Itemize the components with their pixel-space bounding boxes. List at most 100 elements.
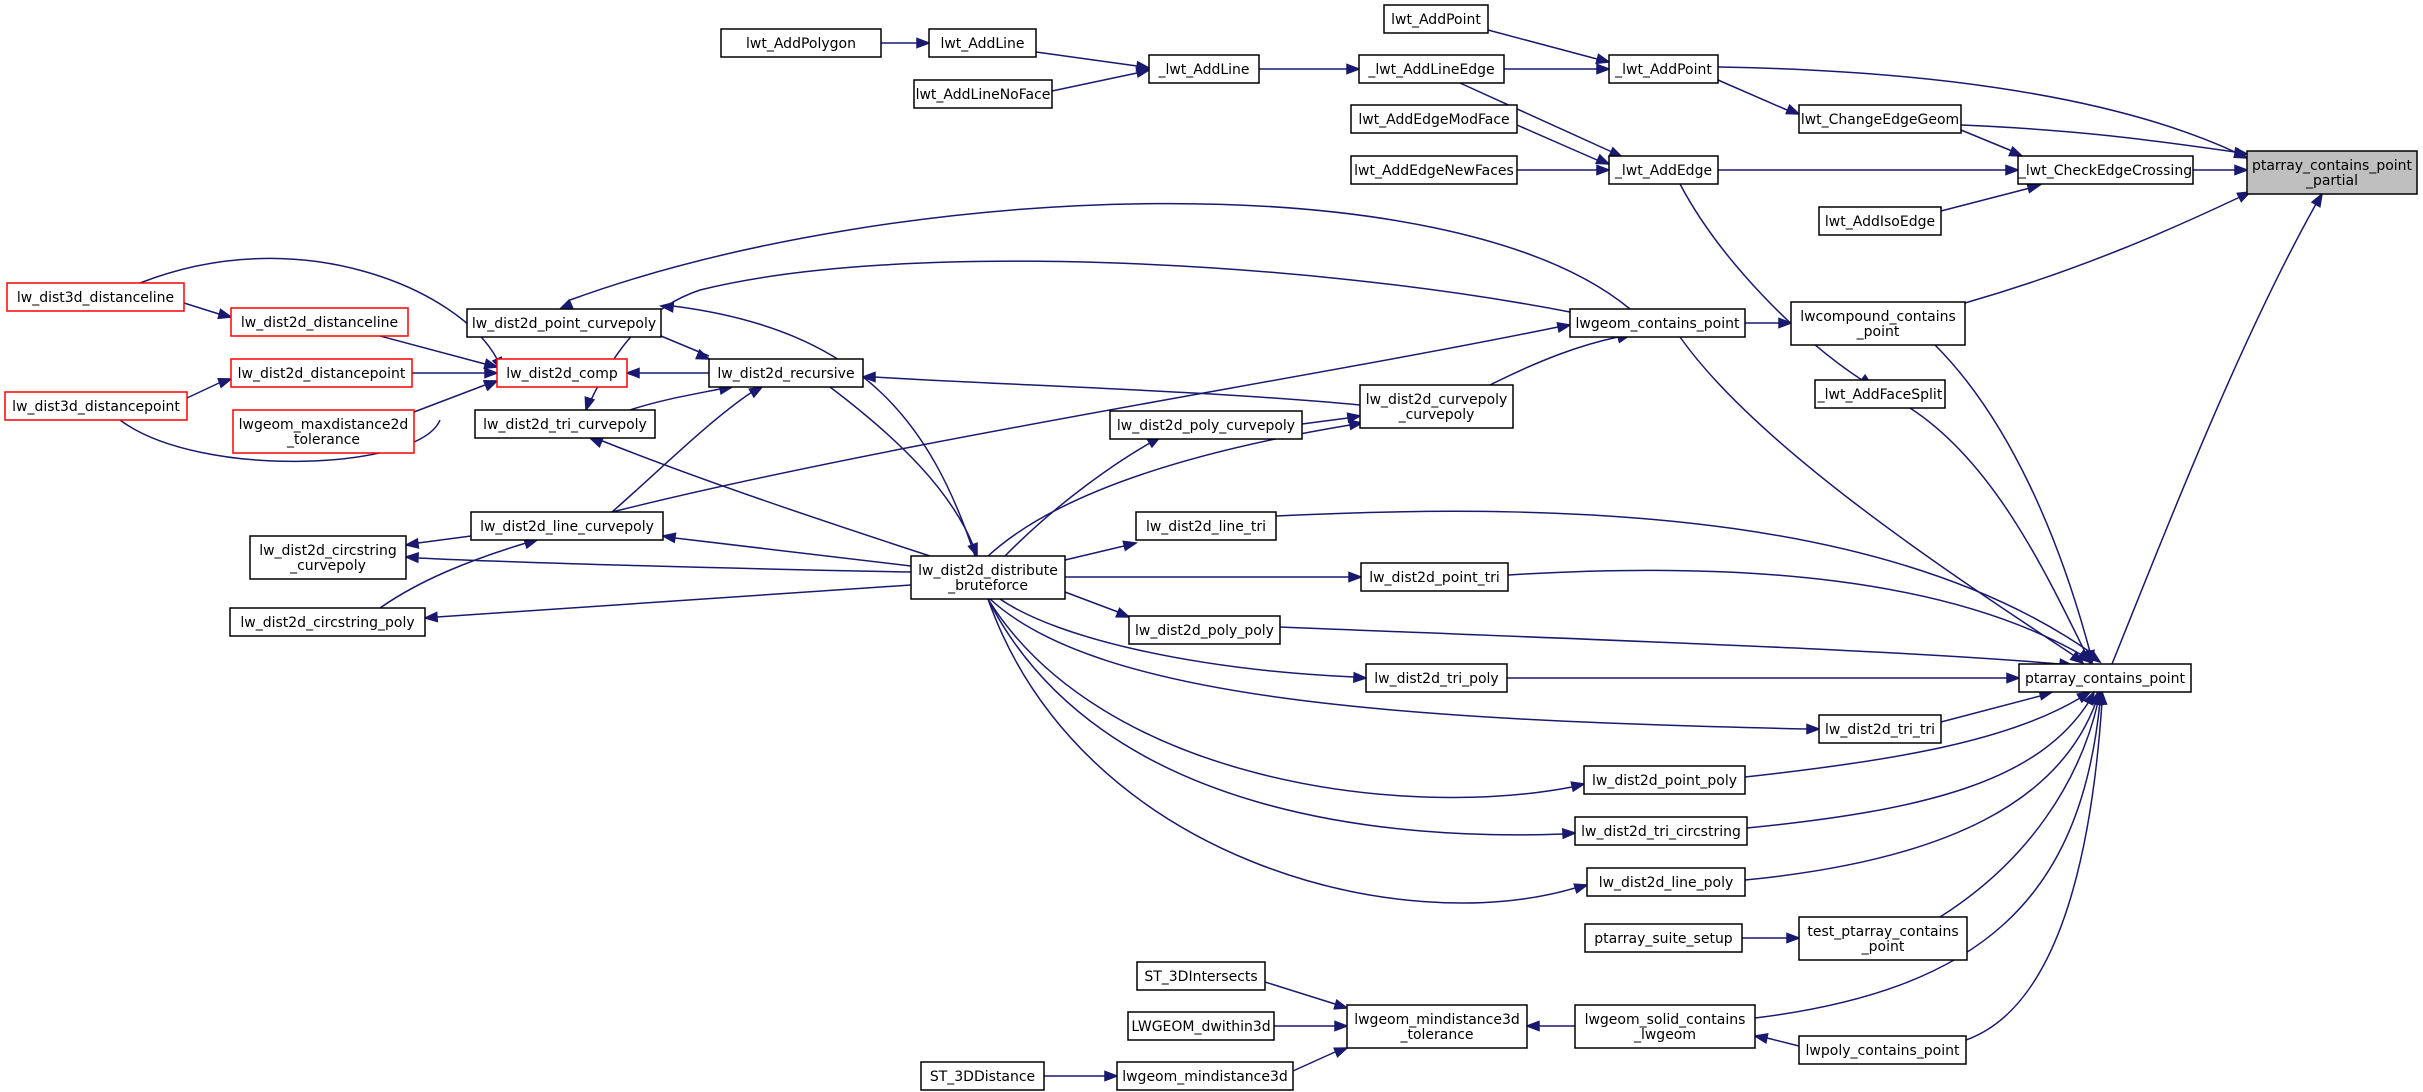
call-edge <box>2111 192 2324 665</box>
call-edge <box>1745 317 1794 329</box>
node-label: _lwt_AddPoint <box>1614 62 1712 78</box>
node-circstring-curvepoly[interactable]: lw_dist2d_circstring_curvepoly <box>249 535 407 580</box>
call-edge <box>1051 67 1152 92</box>
node-solid-contains[interactable]: lwgeom_solid_contains_lwgeom <box>1574 1004 1756 1049</box>
node-box <box>910 555 1066 600</box>
node-maxdistance2d-tol[interactable]: lwgeom_maxdistance2d_tolerance <box>232 409 415 454</box>
node-addlineedge[interactable]: _lwt_AddLineEdge <box>1358 54 1505 84</box>
node-tri-tri[interactable]: lw_dist2d_tri_tri <box>1818 714 1942 744</box>
call-edge <box>1301 412 1363 425</box>
call-edge <box>558 202 1631 310</box>
node-distribute-bruteforce[interactable]: lw_dist2d_distribute_bruteforce <box>910 555 1066 600</box>
node-box <box>496 358 628 388</box>
node-dist2d-comp[interactable]: lw_dist2d_comp <box>496 358 628 388</box>
node-box <box>708 358 864 388</box>
node-addedgenewfaces[interactable]: lwt_AddEdgeNewFaces <box>1350 155 1518 185</box>
call-edge <box>1717 79 1801 115</box>
node-st-3ddistance[interactable]: ST_3DDistance <box>920 1061 1045 1091</box>
node-addpolygon[interactable]: lwt_AddPolygon <box>720 28 882 58</box>
node-addisoedge[interactable]: lwt_AddIsoEdge <box>1818 206 1942 236</box>
node-point-tri[interactable]: lw_dist2d_point_tri <box>1360 562 1509 592</box>
node-line-poly[interactable]: lw_dist2d_line_poly <box>1586 867 1746 897</box>
node-box <box>1148 54 1260 84</box>
node-label: lw_dist2d_comp <box>506 366 618 382</box>
node-tri-curvepoly[interactable]: lw_dist2d_tri_curvepoly <box>474 409 656 439</box>
node-tri-circstring[interactable]: lw_dist2d_tri_circstring <box>1574 816 1748 846</box>
node-label: _lwt_CheckEdgeCrossing <box>2018 163 2192 179</box>
node-addlinenoface[interactable]: lwt_AddLineNoFace <box>913 79 1053 109</box>
edge-arrowhead <box>217 308 234 320</box>
edge-arrowhead <box>1752 1033 1769 1044</box>
node-addline[interactable]: _lwt_AddLine <box>1148 54 1260 84</box>
node-label: lwt_AddLineNoFace <box>916 87 1051 103</box>
node-label: lwgeom_contains_point <box>1575 316 1740 332</box>
edge-arrowhead <box>1524 1020 1540 1032</box>
call-edge <box>999 598 1369 683</box>
node-point-curvepoly[interactable]: lw_dist2d_point_curvepoly <box>466 308 662 338</box>
node-dist2d-distancepoint[interactable]: lw_dist2d_distancepoint <box>230 358 413 388</box>
node-mindist3d-tol[interactable]: lwgeom_mindistance3d_tolerance <box>1346 1004 1528 1049</box>
edge-arrowhead <box>1115 607 1131 618</box>
node-addline[interactable]: lwt_AddLine <box>928 28 1037 58</box>
node-curvepoly-curvepoly[interactable]: lw_dist2d_curvepoly_curvepoly <box>1359 384 1514 429</box>
node-poly-curvepoly[interactable]: lw_dist2d_poly_curvepoly <box>1109 410 1303 440</box>
node-label: lw_dist2d_circstring <box>259 543 397 559</box>
node-lwpoly-contains[interactable]: lwpoly_contains_point <box>1798 1035 1967 1065</box>
edge-line <box>987 598 1573 799</box>
node-point-poly[interactable]: lw_dist2d_point_poly <box>1583 765 1746 795</box>
node-line-curvepoly[interactable]: lw_dist2d_line_curvepoly <box>470 511 664 541</box>
node-test-pcp[interactable]: test_ptarray_contains_point <box>1798 916 1968 961</box>
node-ptarray-contains-point[interactable]: ptarray_contains_point <box>2018 663 2192 693</box>
edge-arrowhead <box>1573 883 1590 895</box>
node-addpoint[interactable]: lwt_AddPoint <box>1383 4 1489 34</box>
node-dist3d-distanceline[interactable]: lw_dist3d_distanceline <box>6 282 185 312</box>
call-edge <box>1964 191 2252 304</box>
node-label: _lwt_AddEdge <box>1614 163 1712 179</box>
node-label: _lwt_AddFaceSplit <box>1817 387 1943 403</box>
edge-arrowhead <box>748 385 764 399</box>
call-edge <box>860 371 1361 406</box>
edge-arrowhead <box>2008 145 2024 157</box>
node-label: lw_dist2d_point_curvepoly <box>472 316 656 332</box>
node-label: lw_dist2d_line_tri <box>1146 519 1266 535</box>
node-tri-poly[interactable]: lw_dist2d_tri_poly <box>1365 663 1508 693</box>
edge-line <box>1064 591 1119 613</box>
node-dist3d-distancepoint[interactable]: lw_dist3d_distancepoint <box>4 391 188 421</box>
edge-arrowhead <box>1570 781 1587 793</box>
call-edge <box>1065 571 1364 583</box>
node-addfacesplit[interactable]: _lwt_AddFaceSplit <box>1814 379 1946 409</box>
node-addedgemodface[interactable]: lwt_AddEdgeModFace <box>1350 104 1518 134</box>
node-box <box>2018 663 2192 693</box>
node-pcp-partial[interactable]: ptarray_contains_point_partial <box>2246 150 2418 195</box>
node-line-tri[interactable]: lw_dist2d_line_tri <box>1135 511 1277 541</box>
node-dist2d-recursive[interactable]: lw_dist2d_recursive <box>708 358 864 388</box>
node-st-3dintersects[interactable]: ST_3DIntersects <box>1136 961 1266 991</box>
edge-line <box>569 202 1631 310</box>
edge-line <box>672 305 976 557</box>
node-circstring-poly[interactable]: lw_dist2d_circstring_poly <box>229 607 426 637</box>
node-suite-setup[interactable]: ptarray_suite_setup <box>1584 923 1743 953</box>
node-mindist3d[interactable]: lwgeom_mindistance3d <box>1116 1061 1294 1091</box>
node-box <box>1346 1004 1528 1049</box>
node-label: lw_dist3d_distanceline <box>17 290 174 306</box>
edge-arrowhead <box>1806 723 1822 735</box>
node-dwithin3d[interactable]: LWGEOM_dwithin3d <box>1127 1011 1275 1041</box>
edge-line <box>1051 72 1138 92</box>
call-edge <box>660 532 912 567</box>
node-label: lwpoly_contains_point <box>1806 1043 1960 1059</box>
edge-line <box>1717 66 2236 153</box>
node-checkedgecrossing[interactable]: _lwt_CheckEdgeCrossing <box>2017 155 2194 185</box>
node-box <box>229 607 426 637</box>
node-poly-poly[interactable]: lw_dist2d_poly_poly <box>1128 615 1281 645</box>
edge-line <box>987 598 1576 904</box>
node-label: lw_dist2d_distanceline <box>241 315 398 331</box>
node-changeedgegeom[interactable]: lwt_ChangeEdgeGeom <box>1798 104 1962 134</box>
call-edge <box>1909 407 2091 665</box>
node-addedge[interactable]: _lwt_AddEdge <box>1608 155 1719 185</box>
node-dist2d-distanceline[interactable]: lw_dist2d_distanceline <box>230 307 409 337</box>
node-lwcompound-contains[interactable]: lwcompound_contains_point <box>1790 301 1966 346</box>
edge-arrowhead <box>2310 192 2324 208</box>
node-addpoint[interactable]: _lwt_AddPoint <box>1608 54 1719 84</box>
node-lwgeom-contains-point[interactable]: lwgeom_contains_point <box>1569 308 1746 338</box>
edge-arrowhead <box>1786 932 1802 944</box>
